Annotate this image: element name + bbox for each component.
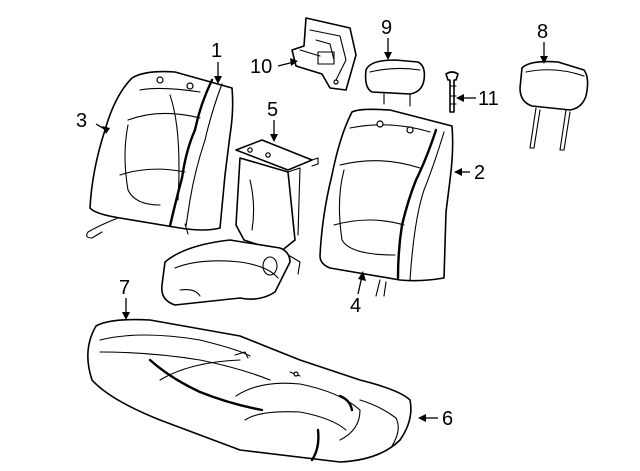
callout-6: 6 — [442, 408, 453, 430]
callout-2: 2 — [474, 162, 485, 184]
callout-7: 7 — [119, 277, 130, 299]
left-seatback-part[interactable] — [86, 70, 234, 239]
small-headrest-part[interactable] — [364, 59, 426, 107]
leader-lines — [95, 38, 548, 422]
callout-1: 1 — [211, 40, 222, 62]
callout-3: 3 — [76, 110, 87, 132]
callout-10: 10 — [250, 56, 272, 78]
callout-4: 4 — [350, 295, 361, 317]
callout-5: 5 — [267, 99, 278, 121]
callout-11: 11 — [478, 88, 499, 110]
headrest-guide-part[interactable] — [445, 71, 459, 113]
callout-8: 8 — [537, 21, 548, 43]
right-seatback-part[interactable] — [319, 108, 454, 297]
seat-cushion-part[interactable] — [87, 318, 412, 463]
center-armrest-part[interactable] — [160, 139, 319, 306]
tall-headrest-part[interactable] — [519, 60, 589, 151]
callout-9: 9 — [381, 17, 392, 39]
latch-bracket-part[interactable] — [291, 17, 357, 91]
